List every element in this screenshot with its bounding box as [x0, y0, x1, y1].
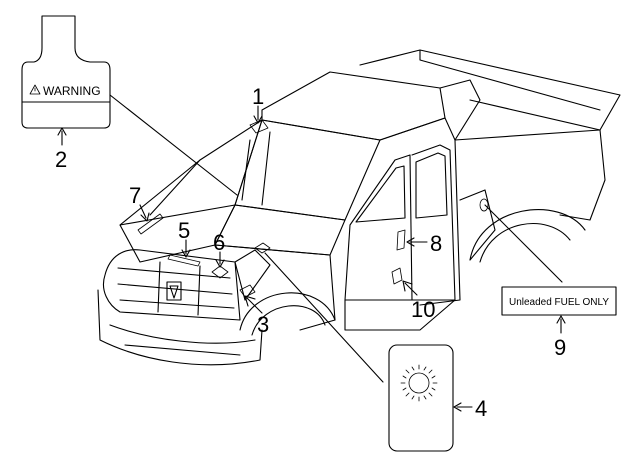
leader-lines	[109, 94, 563, 383]
callout-numbers: 1 2 3 4 5 6 7 8 9 10	[55, 84, 566, 421]
callout-6: 6	[213, 230, 225, 255]
callout-2: 2	[55, 147, 67, 172]
pickup-truck-drawing	[97, 49, 621, 366]
sun-label-card	[388, 344, 454, 452]
warning-label: WARNING	[43, 84, 101, 98]
decal-shapes	[137, 119, 489, 298]
fuel-label-text: Unleaded FUEL ONLY	[509, 297, 609, 308]
callout-10: 10	[411, 297, 435, 322]
callout-1: 1	[252, 84, 264, 109]
warning-triangle-icon	[29, 84, 41, 95]
callout-7: 7	[129, 183, 141, 208]
fuel-label: Unleaded FUEL ONLY	[501, 286, 617, 316]
callout-arrows	[57, 105, 566, 412]
warning-tag: WARNING	[21, 15, 111, 129]
callout-8: 8	[430, 231, 442, 256]
sun-icon	[400, 364, 438, 402]
callout-4: 4	[475, 396, 487, 421]
callout-9: 9	[554, 335, 566, 360]
callout-3: 3	[257, 312, 269, 337]
callout-5: 5	[178, 218, 190, 243]
